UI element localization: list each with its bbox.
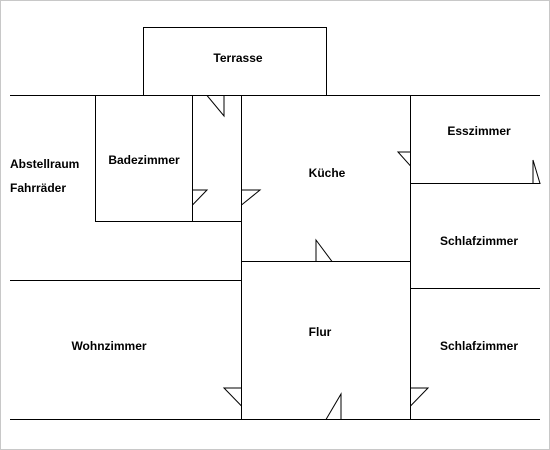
door-kueche-esszimmer [396,151,411,168]
label-schlafzimmer-lower: Schlafzimmer [440,339,518,353]
door-flur-entrance [325,392,342,420]
label-flur: Flur [309,325,332,339]
door-wohnzimmer [222,387,242,408]
label-schlafzimmer-upper: Schlafzimmer [440,234,518,248]
label-esszimmer: Esszimmer [447,124,511,138]
door-kueche-side [241,189,262,207]
door-esszimmer-right [532,159,541,184]
label-abstellraum: Abstellraum [10,157,79,171]
label-kueche: Küche [309,166,346,180]
label-fahrraeder: Fahrräder [10,181,66,195]
label-wohnzimmer: Wohnzimmer [71,339,146,353]
label-terrasse: Terrasse [213,51,262,65]
door-schlafzimmer-lower [410,387,430,408]
label-badezimmer: Badezimmer [108,153,180,167]
badezimmer-outline [95,95,193,222]
door-corridor-top [205,95,225,118]
door-badezimmer [192,189,209,207]
door-kueche-flur [315,238,333,262]
